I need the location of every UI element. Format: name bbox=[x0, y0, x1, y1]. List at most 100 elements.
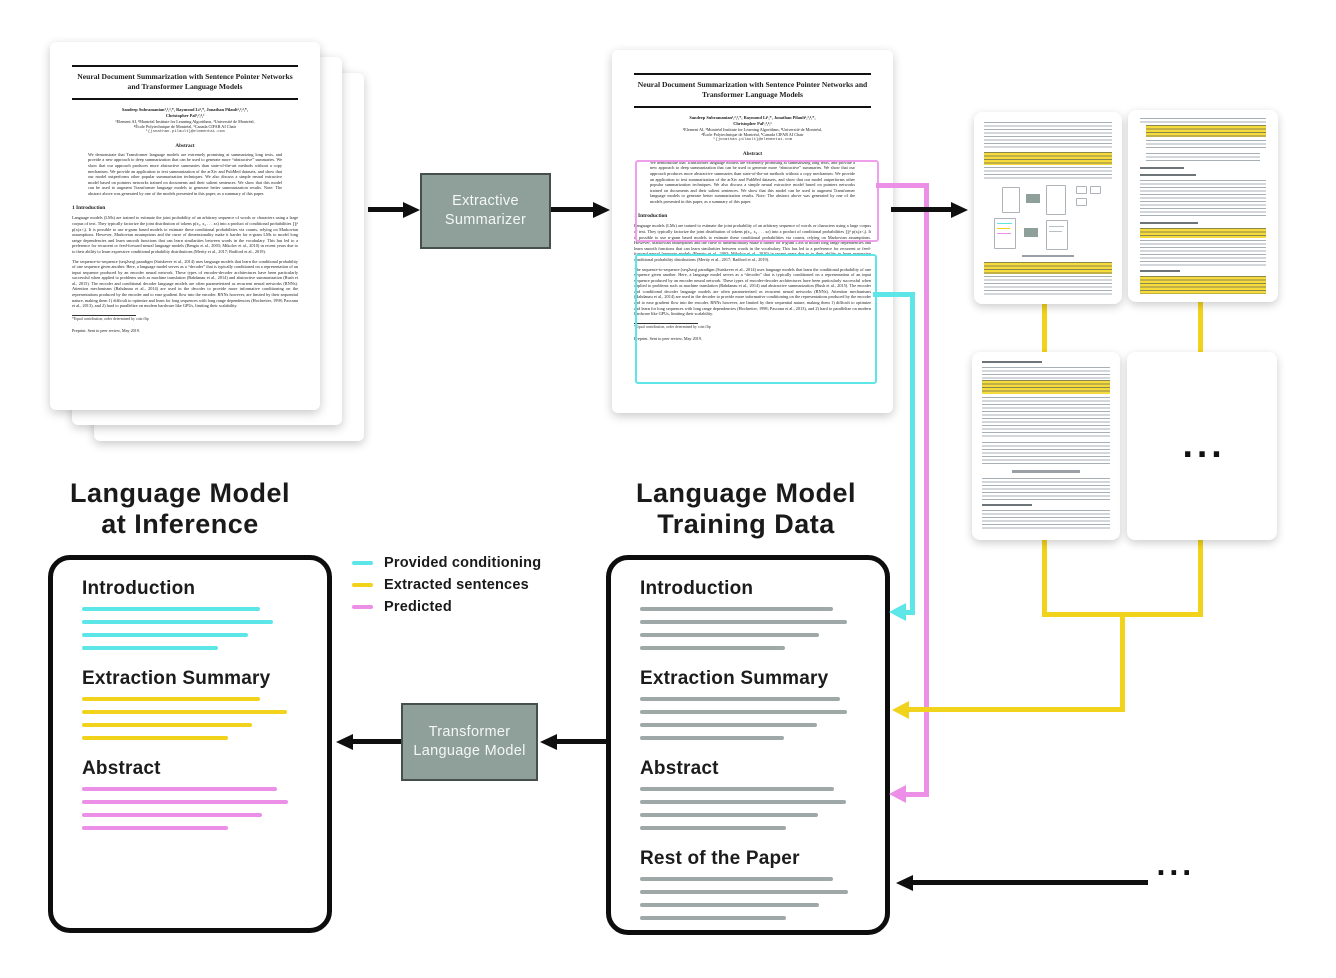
introduction-paragraph-2: The sequence-to-sequence (seq2seq) parad… bbox=[72, 258, 298, 309]
section-heading: Abstract bbox=[640, 758, 719, 779]
legend-label: Provided conditioning bbox=[384, 555, 542, 571]
paper-authors: Sandeep Subramanian¹,²,³,*, Raymond Li¹,… bbox=[689, 114, 816, 120]
paper-title: Neural Document Summarization with Sente… bbox=[637, 79, 868, 99]
section-heading: Extraction Summary bbox=[640, 668, 829, 689]
text-lines bbox=[982, 442, 1110, 464]
section-abstract: Abstract bbox=[82, 758, 327, 848]
gray-sentence-line bbox=[640, 697, 840, 702]
paper-email: ¹{jonathan.pilault}@elementai.com bbox=[145, 129, 225, 134]
section-heading-line bbox=[1140, 222, 1198, 225]
section-introduction: Introduction bbox=[82, 578, 327, 668]
preprint-footer: Preprint. Sent to peer review, May 2019. bbox=[634, 335, 702, 341]
title-rule-top bbox=[634, 73, 871, 75]
magenta-sentence-line bbox=[82, 787, 277, 792]
abstract-text: We demonstrate that Transformer language… bbox=[650, 159, 855, 204]
introduction-paragraph-1: Language models (LMs) are trained to est… bbox=[72, 215, 298, 254]
arrow-stack-to-summarizer bbox=[368, 207, 405, 212]
footnote-rule bbox=[72, 314, 136, 316]
section-heading: Extraction Summary bbox=[82, 668, 271, 689]
section-heading: Introduction bbox=[82, 578, 196, 599]
cyan-sentence-line bbox=[82, 607, 260, 612]
gray-sentence-line bbox=[640, 607, 833, 612]
text-lines bbox=[982, 478, 1110, 500]
magenta-sentence-line bbox=[82, 812, 262, 818]
section-heading: Abstract bbox=[82, 758, 161, 779]
title-rule-bottom bbox=[72, 97, 298, 100]
legend-item: Predicted bbox=[352, 596, 541, 618]
section-heading: Introduction bbox=[640, 578, 754, 599]
text-lines bbox=[982, 367, 1110, 379]
arrowhead bbox=[593, 202, 610, 218]
introduction-heading: 1 Introduction bbox=[634, 213, 668, 220]
legend-item: Extracted sentences bbox=[352, 574, 541, 596]
gray-sentence-line bbox=[640, 619, 847, 625]
gray-sentence-line bbox=[640, 632, 819, 638]
text-lines bbox=[1140, 180, 1266, 216]
equation-line bbox=[1012, 470, 1080, 473]
gray-sentence-line bbox=[640, 915, 786, 921]
footnote: *Equal contribution, order determined by… bbox=[634, 324, 711, 329]
arrowhead bbox=[403, 202, 420, 218]
yellow-highlight bbox=[1140, 276, 1266, 294]
training-title-line1: Language Model bbox=[635, 478, 856, 508]
paper-first-page: Neural Document Summarization with Sente… bbox=[50, 65, 320, 433]
paper-email: ¹{jonathan.pilault}@elementai.com bbox=[712, 137, 793, 142]
arrow-rest-of-paper bbox=[912, 880, 1148, 885]
yellow-drop-vertical bbox=[1120, 612, 1125, 712]
section-heading-line bbox=[982, 361, 1042, 364]
inference-title: Language Model at Inference bbox=[30, 478, 330, 540]
section-extraction-summary: Extraction Summary bbox=[640, 668, 885, 758]
gray-sentence-line bbox=[640, 825, 786, 831]
abstract-heading: Abstract bbox=[742, 150, 763, 157]
gray-sentence-line bbox=[640, 799, 846, 805]
inference-title-line2: at Inference bbox=[101, 509, 259, 539]
magenta-arrowhead bbox=[889, 785, 906, 803]
yellow-highlight bbox=[984, 262, 1112, 274]
text-lines bbox=[982, 397, 1110, 439]
arrow-paper-to-pages bbox=[891, 207, 952, 212]
yellow-sentence-line bbox=[82, 709, 287, 715]
gray-sentence-line bbox=[640, 735, 784, 741]
inference-title-line1: Language Model bbox=[69, 478, 290, 508]
legend-label: Extracted sentences bbox=[384, 577, 529, 593]
text-lines bbox=[982, 510, 1110, 530]
magenta-sentence-line bbox=[82, 799, 288, 805]
paper-authors: Christopher Pal¹,²,⁴,⁵ bbox=[733, 120, 772, 126]
extracted-paper-page: Neural Document Summarization with Sente… bbox=[612, 50, 893, 413]
arrowhead bbox=[540, 734, 557, 750]
training-title-line2: Training Data bbox=[657, 509, 835, 539]
gray-sentence-line bbox=[640, 722, 817, 728]
cyan-sentence-line bbox=[82, 645, 218, 651]
section-extraction-summary: Extraction Summary bbox=[82, 668, 327, 758]
section-heading-line bbox=[982, 504, 1032, 507]
cyan-sentence-line bbox=[82, 632, 248, 638]
section-heading: Rest of the Paper bbox=[640, 848, 800, 869]
magenta-sentence-line bbox=[82, 825, 228, 831]
preprint-footer: Preprint. Sent to peer review, May 2019. bbox=[72, 327, 140, 333]
text-lines bbox=[1140, 240, 1266, 266]
stack-page-front: Neural Document Summarization with Sente… bbox=[50, 42, 320, 410]
ellipsis: ... bbox=[1182, 430, 1226, 465]
legend-swatch bbox=[352, 582, 373, 588]
yellow-highlight bbox=[1140, 228, 1266, 238]
yellow-sentence-line bbox=[82, 735, 228, 741]
abstract-highlight-box bbox=[635, 160, 879, 242]
text-lines bbox=[1146, 140, 1266, 150]
text-lines bbox=[1140, 118, 1266, 123]
magenta-stub bbox=[905, 792, 929, 797]
cyan-vertical bbox=[910, 292, 915, 614]
legend-item: Provided conditioning bbox=[352, 552, 541, 574]
paper-authors: Sandeep Subramanian¹,²,³,*, Raymond Li¹,… bbox=[121, 106, 249, 112]
extractive-summarizer-label: Extractive bbox=[452, 193, 519, 210]
text-lines bbox=[984, 122, 1112, 150]
paper-authors: Christopher Pal¹,²,⁴,⁵ bbox=[165, 112, 205, 118]
arrowhead bbox=[951, 202, 968, 218]
paper-first-page: Neural Document Summarization with Sente… bbox=[612, 73, 893, 436]
abstract-text: We demonstrate that Transformer language… bbox=[88, 151, 282, 196]
section-heading-line bbox=[1140, 270, 1180, 273]
introduction-highlight-box bbox=[635, 254, 877, 384]
ellipsis: ... bbox=[1156, 852, 1195, 882]
gray-sentence-line bbox=[640, 709, 847, 715]
